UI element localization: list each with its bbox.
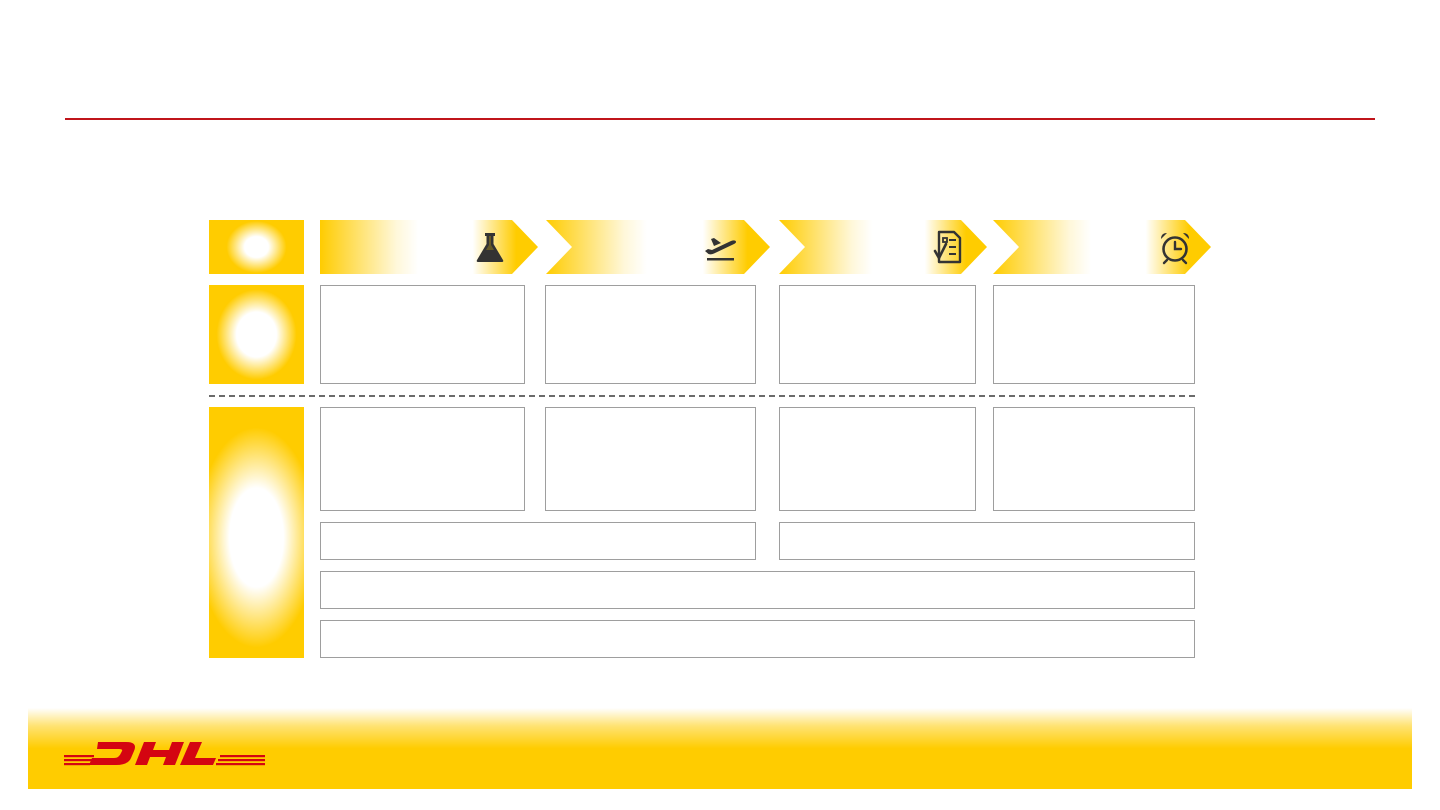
title-rule	[65, 118, 1375, 120]
upper-box-4	[993, 285, 1195, 384]
process-step-2	[546, 220, 770, 274]
lower-box-4	[993, 407, 1195, 511]
flask-icon	[472, 229, 508, 265]
side-label-lower	[209, 407, 304, 658]
upper-box-2	[545, 285, 756, 384]
side-label-header	[209, 220, 304, 274]
slide-subtitle	[65, 135, 1375, 175]
airplane-takeoff-icon	[702, 229, 738, 265]
process-step-1	[320, 220, 538, 274]
dashed-divider	[209, 395, 1195, 397]
wide-box-right	[779, 522, 1195, 560]
lower-box-2	[545, 407, 756, 511]
lower-box-1	[320, 407, 525, 511]
footer-band	[28, 708, 1412, 789]
full-box-2	[320, 620, 1195, 658]
alarm-clock-icon	[1157, 229, 1193, 265]
upper-box-1	[320, 285, 525, 384]
slide-title	[65, 40, 1375, 100]
upper-box-3	[779, 285, 976, 384]
full-box-1	[320, 571, 1195, 609]
checklist-document-icon	[930, 229, 966, 265]
dhl-logo	[64, 738, 265, 768]
side-label-upper	[209, 285, 304, 384]
lower-box-3	[779, 407, 976, 511]
wide-box-left	[320, 522, 756, 560]
